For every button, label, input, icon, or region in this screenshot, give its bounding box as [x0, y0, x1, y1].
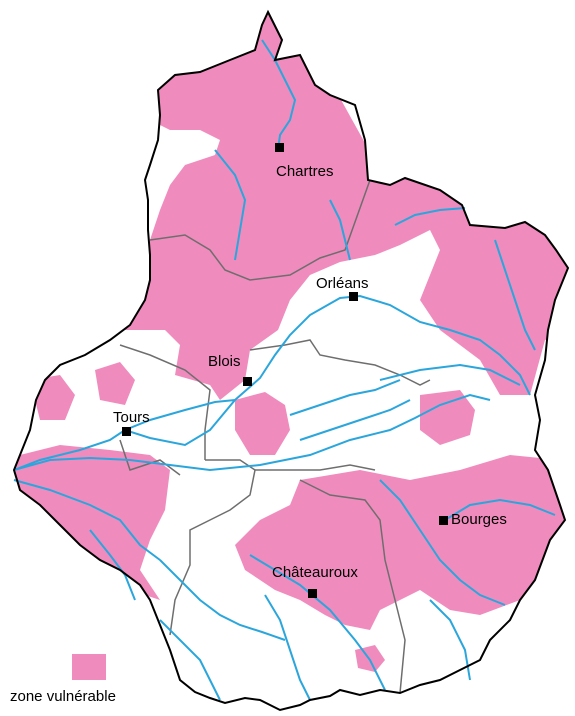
- legend: zone vulnérable: [10, 652, 180, 712]
- city-label: Orléans: [316, 275, 369, 292]
- vulnerable-zone-south: [235, 455, 568, 630]
- department-border: [119, 439, 181, 476]
- city-orleans[interactable]: Orléans: [316, 275, 369, 301]
- river-arnon: [429, 599, 471, 681]
- city-label: Châteauroux: [272, 564, 358, 581]
- river-vienne: [159, 619, 221, 701]
- city-chateauroux[interactable]: Châteauroux: [272, 564, 358, 598]
- vulnerable-zone-east-blob: [420, 390, 475, 445]
- vulnerable-zone-north: [120, 12, 568, 400]
- river-beuvron: [289, 379, 401, 416]
- vulnerable-zone-blois: [235, 392, 290, 455]
- square-marker-icon: [308, 589, 317, 598]
- region-border: [12, 9, 570, 712]
- river-loire: [13, 294, 531, 471]
- city-label: Tours: [113, 409, 150, 426]
- department-border: [255, 464, 376, 471]
- city-tours[interactable]: Tours: [113, 409, 150, 436]
- legend-label: zone vulnérable: [10, 688, 116, 705]
- square-marker-icon: [243, 377, 252, 386]
- river-essonne: [394, 207, 466, 226]
- city-bourges[interactable]: Bourges: [439, 511, 507, 528]
- river-cher: [13, 393, 491, 472]
- city-label: Blois: [208, 353, 241, 370]
- river-huisne: [214, 149, 247, 261]
- city-chartres[interactable]: Chartres: [275, 143, 334, 180]
- river-creuse-upper: [264, 594, 311, 701]
- river-sauldre: [379, 363, 521, 386]
- river-indre-upper: [249, 554, 386, 691]
- river-loir: [124, 399, 236, 431]
- department-border: [119, 344, 211, 460]
- river-yevre: [444, 498, 556, 521]
- vulnerable-zone-west: [14, 445, 170, 600]
- vulnerable-zone-west-small-2: [95, 362, 135, 405]
- river-cosson: [299, 399, 411, 441]
- cities: Chartres Orléans Blois Tours Bourges Châ…: [113, 143, 507, 598]
- river-conie: [329, 199, 351, 261]
- city-blois[interactable]: Blois: [208, 353, 252, 386]
- vulnerable-zones: [14, 12, 568, 672]
- river-loing: [494, 239, 536, 351]
- pink-square-swatch-icon: [72, 654, 106, 680]
- department-border: [249, 339, 431, 386]
- square-marker-icon: [439, 516, 448, 525]
- square-marker-icon: [275, 143, 284, 152]
- rivers: [13, 39, 556, 701]
- river-creuse: [159, 559, 286, 641]
- river-claise: [89, 529, 136, 601]
- department-border: [299, 479, 406, 694]
- river-cher-upper: [379, 479, 506, 606]
- square-marker-icon: [349, 292, 358, 301]
- square-marker-icon: [122, 427, 131, 436]
- river-indre: [13, 479, 161, 561]
- city-label: Chartres: [276, 163, 334, 180]
- city-label: Bourges: [451, 511, 507, 528]
- department-border: [149, 179, 371, 281]
